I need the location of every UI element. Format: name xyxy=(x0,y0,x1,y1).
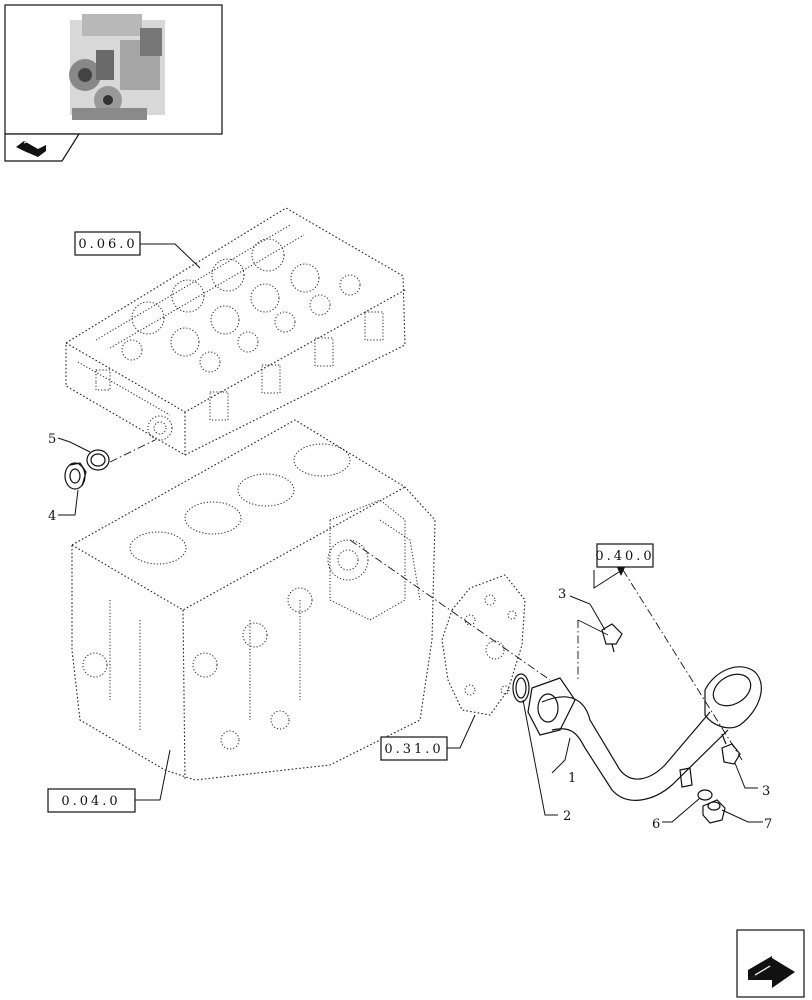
front-cover-drawing xyxy=(441,574,526,716)
callout-3-upper: 3 xyxy=(558,587,566,602)
ref-label-front-cover[interactable]: 0.31.0 xyxy=(380,736,448,761)
bolt-part-3-upper xyxy=(601,623,623,653)
ref-label-text: 0.40.0 xyxy=(595,549,654,564)
callout-5: 5 xyxy=(48,432,56,447)
engine-block-drawing xyxy=(71,419,436,781)
callout-2: 2 xyxy=(563,809,571,824)
ref-label-text: 0.31.0 xyxy=(384,742,443,757)
ref-label-text: 0.06.0 xyxy=(78,237,137,252)
callout-numbers: 1 2 3 3 4 5 6 7 xyxy=(48,432,772,832)
ref-label-crankcase[interactable]: 0.04.0 xyxy=(47,788,136,813)
cylinder-head-drawing xyxy=(65,207,406,456)
callout-4: 4 xyxy=(48,509,56,524)
ref-label-cylinder-head[interactable]: 0.06.0 xyxy=(74,231,141,256)
callout-3-lower: 3 xyxy=(762,784,770,799)
seal-part-5 xyxy=(86,449,110,471)
callout-1: 1 xyxy=(568,771,576,786)
engine-thumbnail-icon xyxy=(69,14,165,120)
ref-label-related-group[interactable]: 0.40.0 xyxy=(595,543,654,568)
next-page-arrow-icon xyxy=(748,956,795,988)
section-tab-icon xyxy=(16,139,46,157)
callout-7: 7 xyxy=(764,817,772,832)
bolt-part-3-lower xyxy=(721,733,741,765)
engine-thumbnail[interactable] xyxy=(4,4,223,135)
plug-part-4 xyxy=(64,462,87,490)
bushing-part-7 xyxy=(702,799,726,824)
callout-6: 6 xyxy=(652,817,660,832)
ref-label-text: 0.04.0 xyxy=(61,794,120,809)
leader-lines xyxy=(57,243,763,823)
pipe-part-1 xyxy=(527,666,762,801)
gasket-part-2 xyxy=(512,673,530,703)
ring-part-6 xyxy=(697,789,713,801)
next-page-button[interactable] xyxy=(736,929,805,998)
assembly-axis-lines xyxy=(109,439,743,761)
section-tab[interactable] xyxy=(4,133,81,162)
